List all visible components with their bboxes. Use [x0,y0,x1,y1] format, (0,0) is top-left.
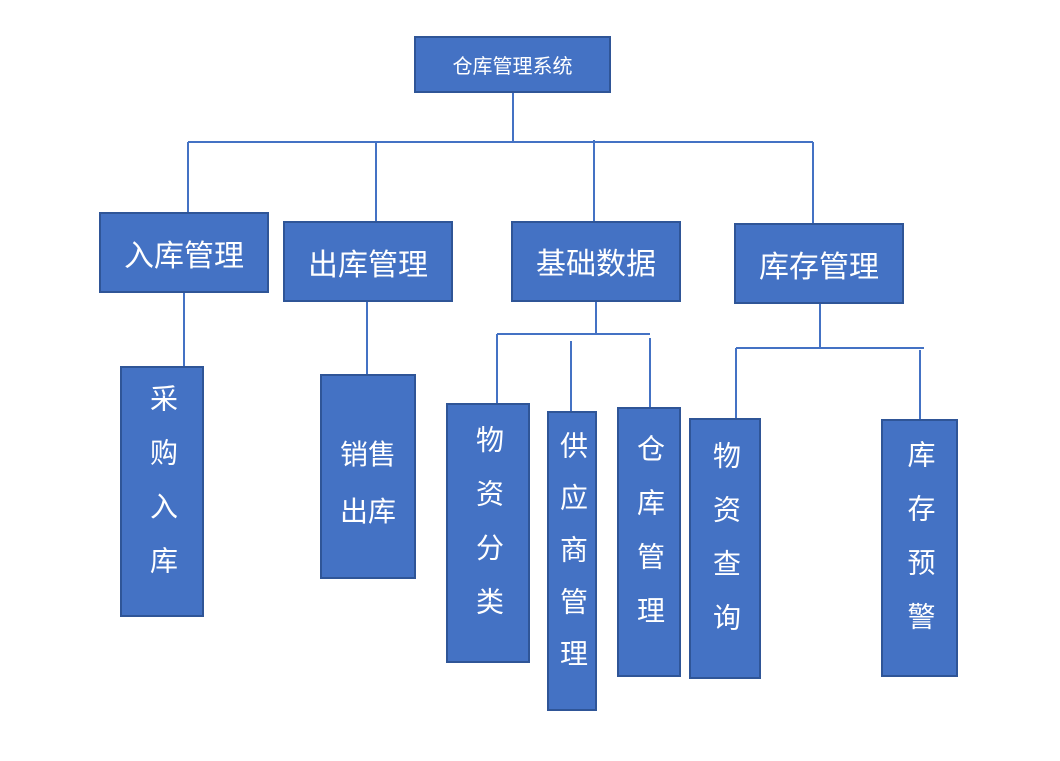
leaf-node-material-category: 物资分类 [446,403,530,663]
module-node-label: 库存管理 [759,249,879,285]
module-node-inventory: 库存管理 [734,223,904,304]
leaf-node-inventory-alert: 库存预警 [881,419,958,677]
leaf-node-label: 物资分类 [472,425,505,641]
root-node: 仓库管理系统 [414,36,611,93]
leaf-node-warehouse-management: 仓库管理 [617,407,681,677]
module-node-basic-data: 基础数据 [511,221,681,302]
leaf-node-purchase-inbound: 采购入库 [120,366,204,617]
leaf-node-label: 采购入库 [146,383,179,600]
leaf-node-supplier-management: 供应商管理 [547,411,597,711]
module-node-label: 基础数据 [536,247,656,282]
module-node-label: 入库管理 [124,238,244,274]
leaf-node-sales-outbound: 销售出库 [320,374,416,579]
module-node-inbound: 入库管理 [99,212,269,293]
leaf-node-label: 供应商管理 [556,431,589,691]
leaf-node-label: 物资查询 [709,440,742,657]
leaf-node-label: 库存预警 [903,440,937,656]
root-node-label: 仓库管理系统 [452,54,573,78]
module-node-label: 出库管理 [308,247,428,283]
leaf-node-material-query: 物资查询 [689,418,761,679]
leaf-node-label: 销售出库 [339,438,396,529]
leaf-node-label: 仓库管理 [633,434,666,650]
module-node-outbound: 出库管理 [283,221,453,302]
